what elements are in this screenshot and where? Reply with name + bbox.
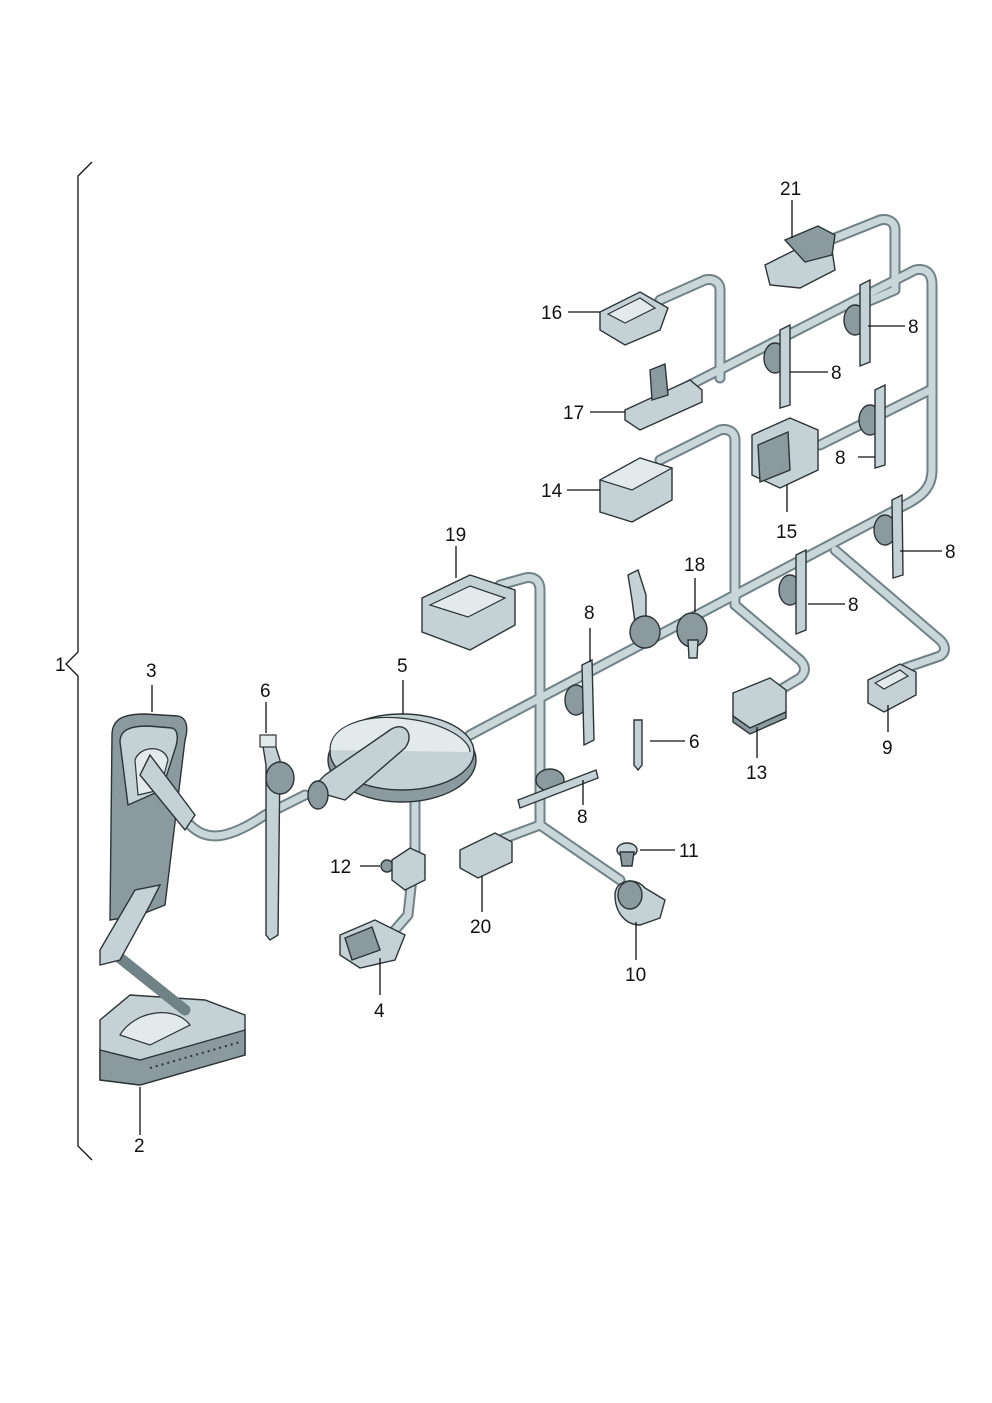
callout-1: 1 bbox=[55, 655, 66, 676]
connector-21 bbox=[764, 225, 836, 289]
callout-8-e: 8 bbox=[835, 448, 846, 469]
grommet-3 bbox=[99, 713, 196, 966]
callout-3: 3 bbox=[146, 661, 157, 682]
callout-17: 17 bbox=[563, 403, 584, 424]
callout-20: 20 bbox=[470, 917, 491, 938]
callout-8-a: 8 bbox=[584, 603, 595, 624]
callout-8-f: 8 bbox=[831, 363, 842, 384]
callout-labels: 1 2 3 4 5 6 6 8 8 8 8 8 8 8 9 10 11 12 1… bbox=[55, 179, 956, 1157]
callout-13: 13 bbox=[746, 763, 767, 784]
connector-16 bbox=[599, 291, 669, 346]
callout-12: 12 bbox=[330, 857, 351, 878]
connector-4 bbox=[339, 919, 406, 969]
connector-20 bbox=[459, 832, 513, 879]
connector-14 bbox=[598, 457, 674, 523]
cable-tie-6-right bbox=[627, 569, 661, 772]
cable-tie-6-left bbox=[259, 734, 295, 941]
callout-8-d: 8 bbox=[945, 542, 956, 563]
callout-8-g: 8 bbox=[908, 317, 919, 338]
callout-6-right: 6 bbox=[689, 732, 700, 753]
connector-11 bbox=[616, 842, 638, 867]
clip-8-6 bbox=[763, 323, 791, 409]
connector-2 bbox=[99, 944, 246, 1086]
clip-8-4 bbox=[873, 493, 904, 579]
connector-15 bbox=[751, 417, 819, 489]
callout-8-c: 8 bbox=[848, 595, 859, 616]
callout-18: 18 bbox=[684, 555, 705, 576]
callout-2: 2 bbox=[134, 1136, 145, 1157]
callout-6-left: 6 bbox=[260, 681, 271, 702]
callout-4: 4 bbox=[374, 1001, 385, 1022]
grommet-5 bbox=[307, 713, 477, 810]
wire-harness bbox=[184, 214, 950, 936]
callout-16: 16 bbox=[541, 303, 562, 324]
connector-17 bbox=[624, 363, 703, 431]
clip-8-2 bbox=[517, 768, 599, 809]
callout-10: 10 bbox=[625, 965, 646, 986]
connector-13 bbox=[732, 677, 787, 735]
callout-5: 5 bbox=[397, 656, 408, 677]
callout-11: 11 bbox=[679, 841, 699, 862]
clip-8-5 bbox=[858, 383, 886, 469]
leader-lines bbox=[139, 200, 942, 1135]
connector-10 bbox=[614, 880, 666, 926]
connector-18 bbox=[676, 612, 708, 659]
callout-8-b: 8 bbox=[577, 807, 588, 828]
callout-19: 19 bbox=[445, 525, 466, 546]
callout-21: 21 bbox=[780, 179, 801, 200]
connector-12 bbox=[380, 847, 426, 891]
callout-15: 15 bbox=[776, 522, 797, 543]
connector-19 bbox=[421, 574, 516, 651]
connector-9 bbox=[867, 663, 917, 713]
callout-9: 9 bbox=[882, 738, 893, 759]
clip-8-1 bbox=[564, 658, 595, 747]
callout-14: 14 bbox=[541, 481, 563, 502]
clip-8-3 bbox=[778, 548, 807, 636]
assembly-bracket bbox=[65, 161, 93, 1161]
clip-8-7 bbox=[843, 278, 871, 368]
